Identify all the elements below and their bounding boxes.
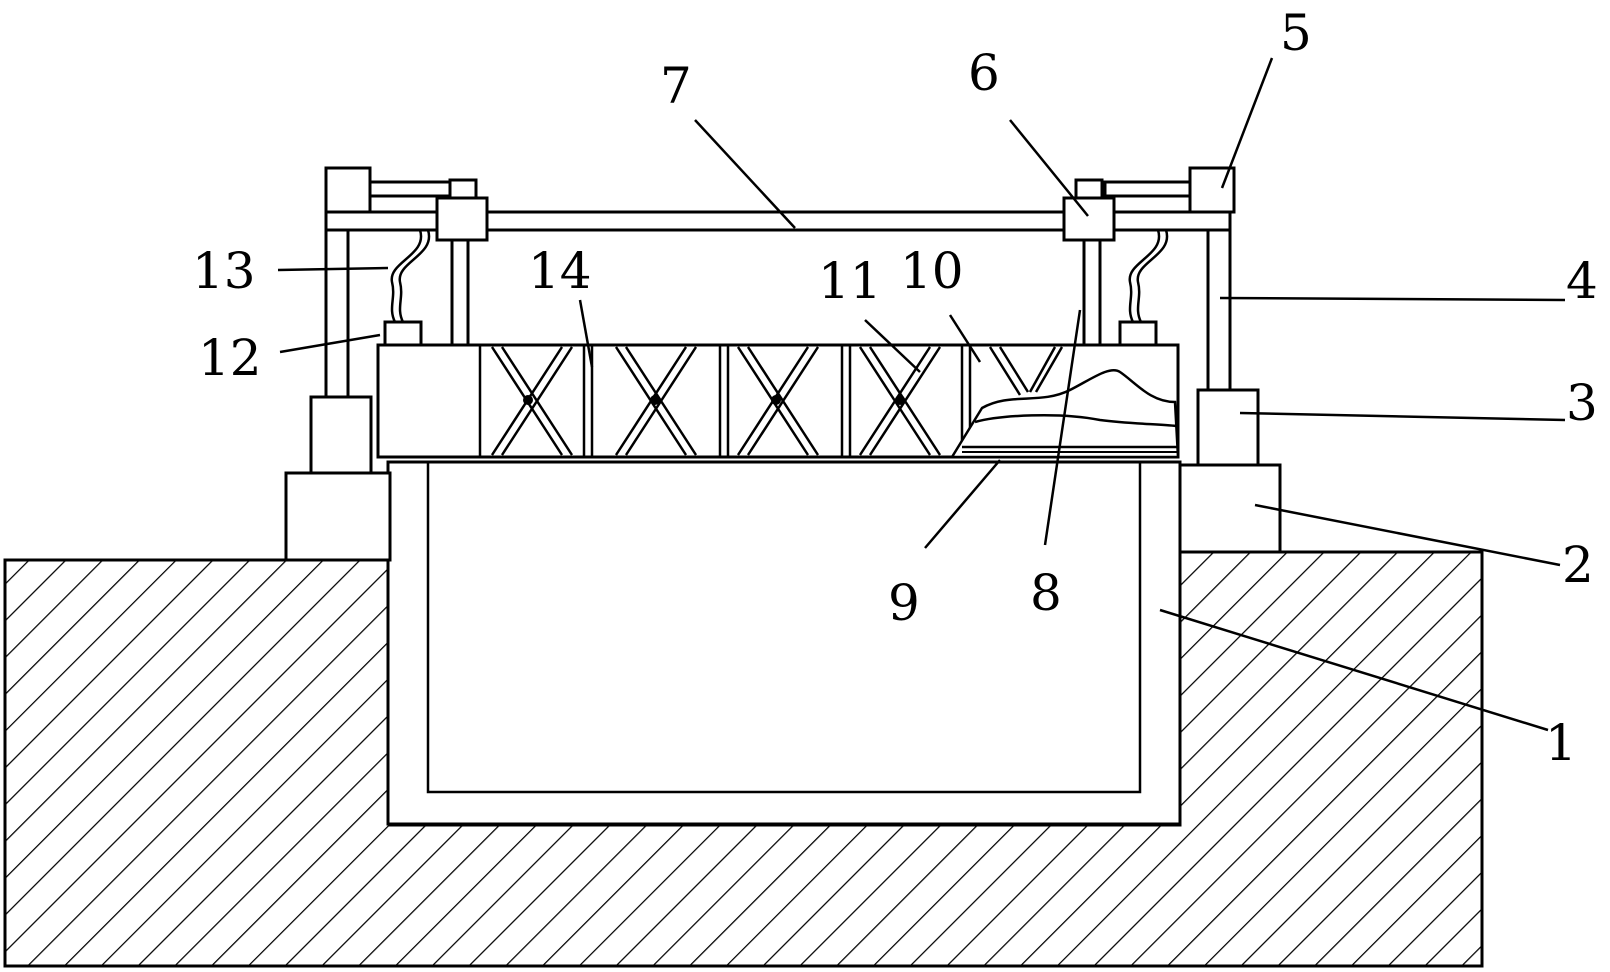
label-13: 13: [192, 242, 256, 300]
label-3: 3: [1566, 374, 1598, 432]
label-9: 9: [888, 574, 920, 632]
label-1: 1: [1545, 714, 1577, 772]
top-beam: [324, 210, 1232, 232]
leader-11: [864, 319, 921, 373]
label-8: 8: [1030, 564, 1062, 622]
leader-1: [1159, 608, 1549, 732]
left-top-rail: [368, 180, 456, 198]
pit-inner-wall: [426, 462, 1142, 794]
right-connector: [1118, 320, 1158, 347]
left-cylinder: [309, 395, 373, 475]
leader-7: [694, 119, 796, 229]
leader-13: [277, 266, 389, 272]
label-14: 14: [528, 242, 592, 300]
left-outer-rod: [324, 228, 350, 399]
leader-3: [1239, 411, 1566, 422]
label-11: 11: [818, 252, 882, 310]
left-inner-rod: [450, 236, 470, 347]
right-small-stud: [1074, 178, 1104, 200]
label-2: 2: [1562, 536, 1594, 594]
left-hose: [390, 229, 423, 323]
leader-8: [1043, 309, 1082, 546]
label-10: 10: [900, 242, 964, 300]
leader-2: [1254, 503, 1561, 567]
label-6: 6: [968, 44, 1000, 102]
left-slider-block: [435, 196, 489, 242]
right-outer-rod: [1206, 223, 1232, 392]
leader-14: [578, 299, 594, 368]
label-4: 4: [1566, 252, 1598, 310]
label-12: 12: [198, 329, 262, 387]
right-inner-rod: [1082, 236, 1102, 347]
right-top-rail: [1103, 180, 1192, 198]
right-slider-block: [1062, 196, 1116, 242]
label-5: 5: [1280, 4, 1312, 62]
pit-outer-wall: [386, 460, 1182, 826]
left-top-cap: [324, 166, 372, 214]
right-hose-2: [1136, 229, 1169, 323]
left-small-stud: [448, 178, 478, 200]
cutaway-slab: [974, 413, 1177, 428]
leader-lines: [277, 57, 1566, 732]
leader-5: [1220, 57, 1274, 189]
right-hose: [1128, 229, 1161, 323]
left-connector: [383, 320, 423, 347]
left-hose-2: [398, 229, 431, 323]
left-base-block: [284, 471, 392, 562]
label-7: 7: [660, 57, 692, 115]
right-base-block: [1178, 463, 1282, 554]
hinge-pins: [523, 395, 905, 405]
leader-12: [279, 333, 381, 354]
leader-4: [1219, 296, 1566, 302]
leader-6: [1009, 119, 1089, 217]
leader-10: [948, 314, 982, 363]
leader-9: [924, 459, 1001, 549]
right-cylinder: [1196, 388, 1260, 467]
